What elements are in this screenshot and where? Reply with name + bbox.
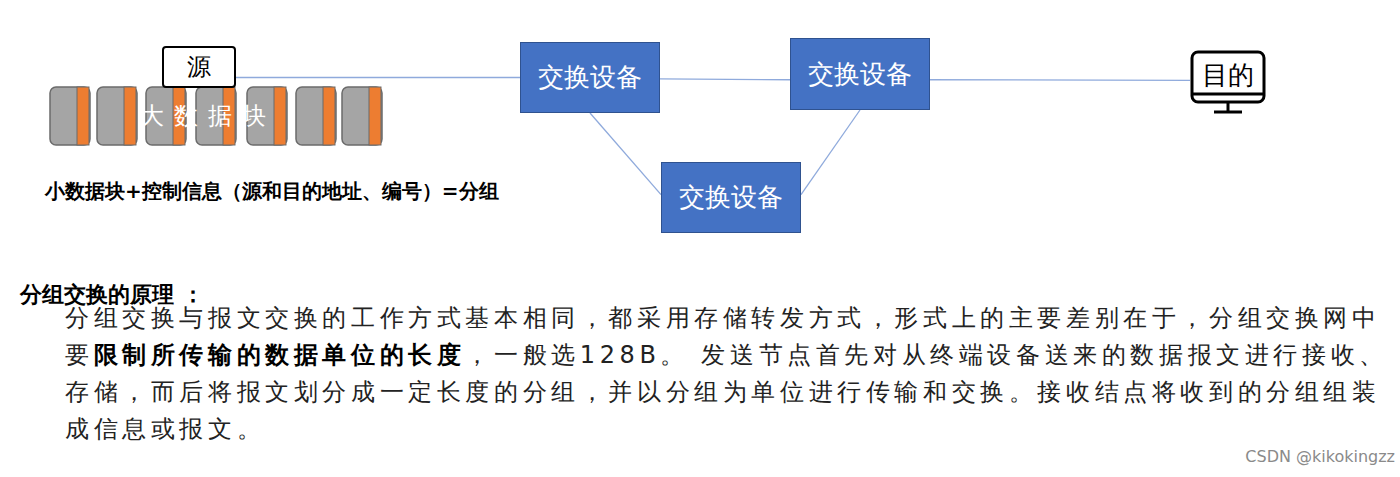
node-label: 源 <box>187 51 211 83</box>
node-label: 交换设备 <box>808 57 912 92</box>
node-label: 交换设备 <box>538 60 642 95</box>
packet <box>97 87 137 145</box>
emphasis-text: 限制所传输的数据单位的长度 <box>94 341 466 369</box>
switch-box: 交换设备 <box>520 42 660 113</box>
paragraph: 分组交换与报文交换的工作方式基本相同，都采用存储转发方式，形式上的主要差别在于，… <box>65 300 1390 448</box>
switch-box: 交换设备 <box>790 38 930 110</box>
destination-monitor: 目的 <box>1190 50 1266 116</box>
link-line <box>660 78 790 80</box>
switch-box: 交换设备 <box>661 162 801 233</box>
node-label: 目的 <box>1202 58 1254 93</box>
watermark: CSDN @kikokingzz <box>1245 447 1395 466</box>
packet-formula: 小数据块+控制信息（源和目的地址、编号）=分组 <box>45 178 499 205</box>
link-line <box>930 79 1190 81</box>
node-label: 交换设备 <box>679 180 783 215</box>
link-line <box>801 110 860 195</box>
source-box: 源 <box>162 46 236 88</box>
packet <box>50 87 90 145</box>
packet <box>342 87 382 145</box>
link-line <box>590 113 661 195</box>
packet <box>296 87 336 145</box>
occluded-block-label: 大数据块 <box>140 100 276 132</box>
link-line <box>236 77 520 78</box>
